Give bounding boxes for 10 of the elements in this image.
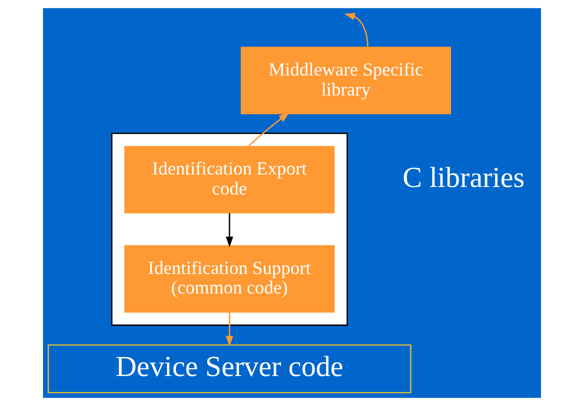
arrow [225,213,233,248]
node-box: Identification Support (common code) [124,245,334,313]
arrow [247,112,289,147]
node-box: Identification Export code [124,146,334,214]
arrow [225,312,233,347]
label: C libraries [402,162,524,194]
node-box: Middleware Specific library [240,46,451,114]
cluster [110,132,348,326]
node-box: Device Server code [47,344,411,394]
arrow [344,12,368,48]
